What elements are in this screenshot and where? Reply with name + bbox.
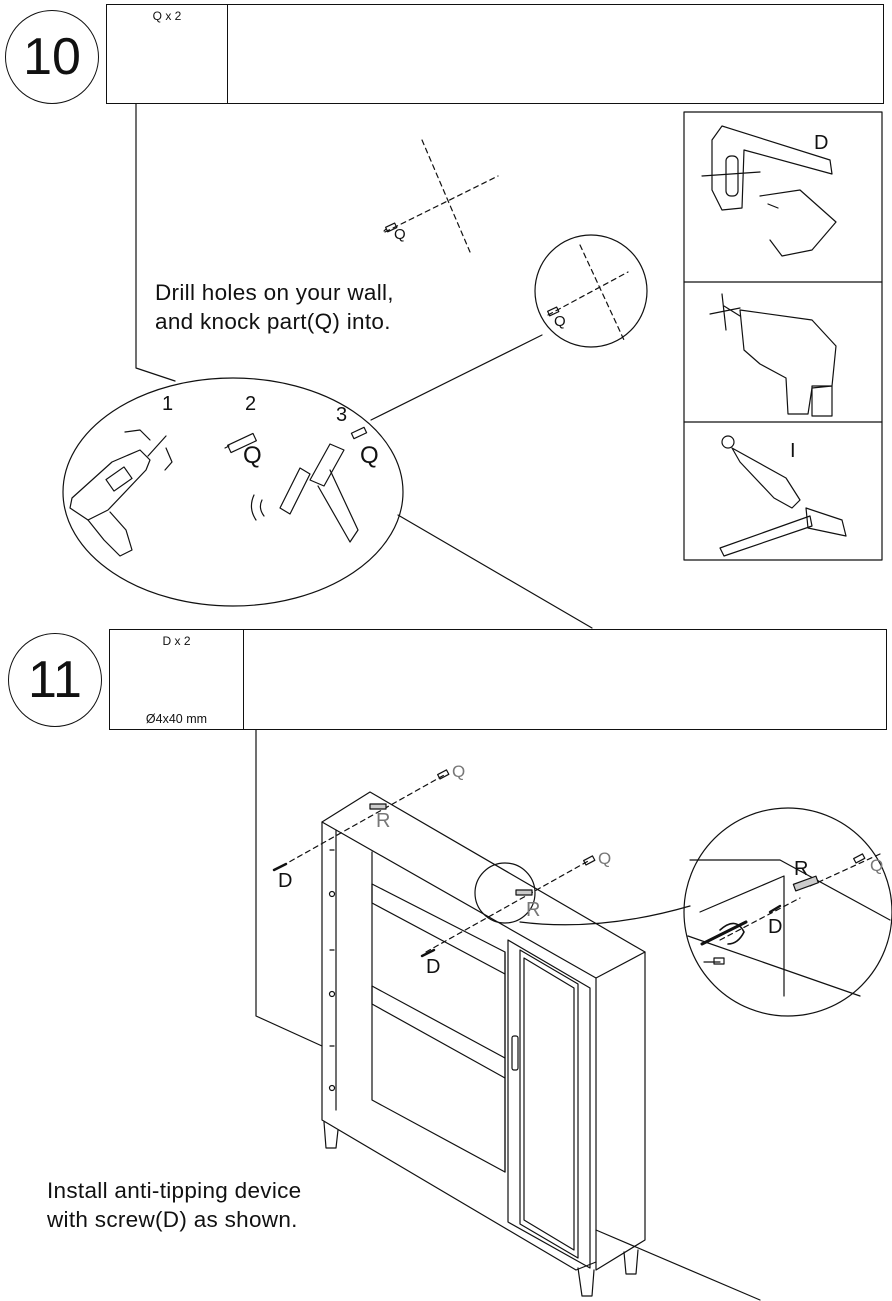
anchor-q-small <box>383 222 398 233</box>
part-cell: Q x 2 <box>107 5 228 103</box>
screw-d-label: D <box>278 870 293 892</box>
anchor-q-label: Q <box>452 762 466 781</box>
detail-panels-frame <box>683 111 883 561</box>
bracket-r-label: R <box>376 810 391 832</box>
sub-step-number: 1 <box>162 393 174 415</box>
anchor-q-label: Q <box>243 442 262 469</box>
screw-d-label: D <box>768 916 783 938</box>
sub-step-number: 2 <box>245 393 257 415</box>
screw-axis-lines <box>281 773 591 953</box>
wall-drill-mark <box>384 139 499 253</box>
step-number: 11 <box>28 651 82 709</box>
anchor-q-label: Q <box>360 442 379 469</box>
part-quantity-label: D x 2 <box>162 634 191 648</box>
anchor-q-label: Q <box>394 226 406 243</box>
instruction-line: with screw(D) as shown. <box>47 1207 298 1232</box>
anchor-i-label: I <box>790 440 796 462</box>
instruction-text: Drill holes on your wall, and knock part… <box>155 278 394 336</box>
instruction-line: and knock part(Q) into. <box>155 309 391 334</box>
part-size-label: Ø4x40 mm <box>145 712 208 726</box>
cabinet-drawing <box>321 791 761 1301</box>
anchor-q-label: Q <box>870 856 884 875</box>
drill-wall-detail <box>709 293 837 417</box>
instruction-line: Drill holes on your wall, <box>155 280 394 305</box>
anchor-q-label: Q <box>554 313 566 330</box>
screws-and-anchors-small <box>272 769 596 958</box>
anti-tipping-detail <box>683 807 892 1017</box>
step-number-badge: 10 <box>5 10 99 104</box>
parts-tools-header: Q x 2 <box>106 4 884 104</box>
anchor-hammer-detail <box>719 435 847 557</box>
step1-drill <box>69 429 173 557</box>
parts-tools-header: D x 2 Ø4x40 mm <box>109 629 887 730</box>
part-quantity-label: Q x 2 <box>152 9 182 23</box>
step2-anchor <box>224 432 257 454</box>
bracket-r-label: R <box>526 899 541 921</box>
step-number: 10 <box>23 28 81 86</box>
anchor-q-label: Q <box>598 849 612 868</box>
bracket-d-detail <box>701 125 837 257</box>
drill-steps-ellipse <box>62 377 404 607</box>
sub-step-number: 3 <box>336 404 348 426</box>
wall-detail-circle <box>534 234 648 348</box>
bracket-d-label: D <box>814 132 829 154</box>
bracket-r-label: R <box>794 858 809 880</box>
part-cell: D x 2 Ø4x40 mm <box>110 630 244 729</box>
instruction-line: Install anti-tipping device <box>47 1178 302 1203</box>
instruction-text: Install anti-tipping device with screw(D… <box>47 1176 302 1234</box>
cabinet-detail-marker <box>474 862 536 924</box>
screw-d-label: D <box>426 956 441 978</box>
step-number-badge: 11 <box>8 633 102 727</box>
step3-hammer <box>250 426 368 543</box>
